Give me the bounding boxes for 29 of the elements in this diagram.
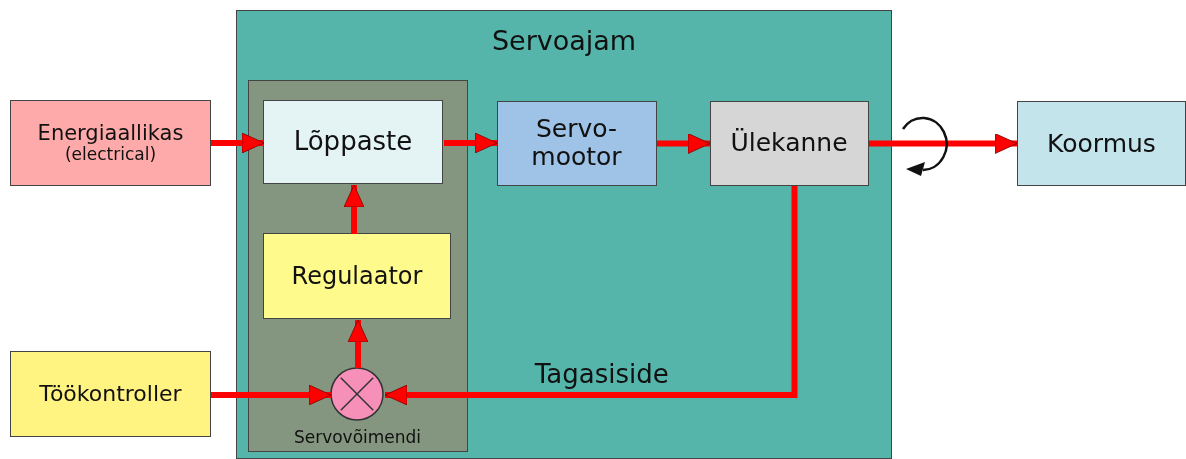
box-label: Töökontroller [39,381,182,407]
box-label: Regulaator [291,262,423,290]
group-title: Servovõimendi [292,426,423,447]
edge-label: Tagasiside [534,359,669,389]
box-label: Energiaallikas [37,121,184,146]
box-label: Servo-mootor [530,115,623,171]
arrow [211,132,265,154]
process-box [10,351,211,437]
amplifier-panel [247,79,468,452]
arrow [869,133,1018,154]
process-box [496,100,657,186]
system-panel [236,10,892,459]
group-title: Servoajam [490,25,638,56]
process-box [709,100,869,186]
arrow [657,133,711,154]
summing-junction [330,367,384,421]
box-label: Koormus [1047,129,1156,158]
process-box [10,100,211,186]
process-box [1017,101,1186,186]
box-label: Lõppaste [293,127,413,157]
process-box [263,233,451,319]
box-label: Ülekanne [730,129,848,157]
arrow [343,184,365,234]
box-sublabel: (electrical) [64,145,157,165]
arrow [347,319,369,368]
process-box [263,100,443,184]
arrow [384,186,798,406]
arrow [211,384,332,406]
arrow [444,132,498,154]
